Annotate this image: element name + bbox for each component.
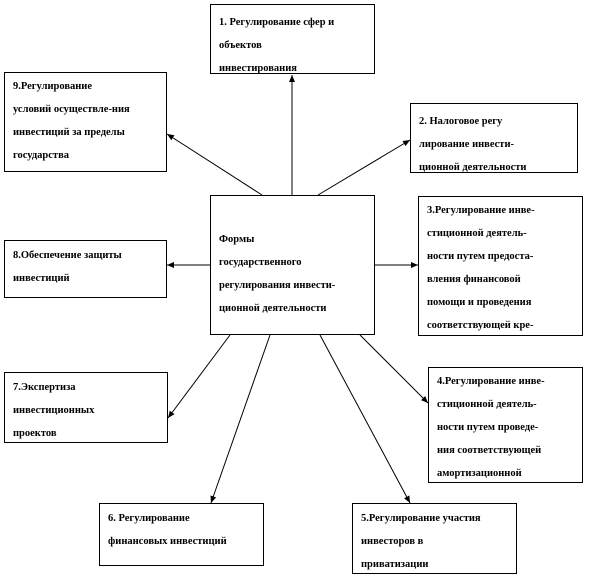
box-4-line-5: амортизационной: [437, 468, 522, 479]
arrow-to-box-7: [167, 334, 231, 419]
box-3-line-5: помощи и проведения: [427, 297, 532, 308]
box-6-line-2: финансовых инвестиций: [108, 536, 227, 547]
box-3-line-4: вления финансовой: [427, 274, 521, 285]
box-4-line-2: стиционной деятель-: [437, 399, 537, 410]
arrow-to-box-9: [166, 133, 263, 196]
box-5-line-1: 5.Регулирование участия: [361, 513, 481, 524]
box-1-line-1: 1. Регулирование сфер и: [219, 17, 335, 28]
center-line-4: ционной деятельности: [219, 303, 327, 314]
box-4: 4.Регулирование инве- стиционной деятель…: [428, 367, 583, 483]
box-7-line-2: инвестиционных: [13, 405, 95, 416]
box-2: 2. Налоговое регу лирование инвести- цио…: [410, 103, 578, 173]
box-4-line-3: ности путем проведе-: [437, 422, 539, 433]
box-7: 7.Экспертиза инвестиционных проектов: [4, 372, 168, 443]
box-2-line-3: ционной деятельности: [419, 162, 527, 173]
box-3: 3.Регулирование инве- стиционной деятель…: [418, 196, 583, 336]
center-line-2: государственного: [219, 257, 302, 268]
arrow-to-box-2: [317, 139, 411, 196]
box-7-line-1: 7.Экспертиза: [13, 382, 76, 393]
box-1-line-2: объектов: [219, 40, 262, 51]
box-7-line-3: проектов: [13, 428, 57, 439]
box-2-line-2: лирование инвести-: [419, 139, 514, 150]
arrow-to-box-4: [359, 334, 429, 404]
box-5-line-3: приватизации: [361, 559, 429, 570]
box-9-line-4: государства: [13, 150, 70, 161]
box-2-line-1: 2. Налоговое регу: [419, 116, 503, 127]
box-6: 6. Регулирование финансовых инвестиций: [99, 503, 264, 566]
box-8-line-2: инвестиций: [13, 273, 70, 284]
arrow-to-box-6: [210, 334, 271, 504]
box-3-line-6: соответствующей кре-: [427, 320, 534, 331]
arrow-to-box-5: [319, 334, 411, 504]
box-9: 9.Регулирование условий осуществле-ния и…: [4, 72, 167, 172]
box-5-line-2: инвесторов в: [361, 536, 424, 547]
box-4-line-4: ния соответствующей: [437, 445, 542, 456]
box-3-line-2: стиционной деятель-: [427, 228, 527, 239]
box-9-line-1: 9.Регулирование: [13, 81, 93, 92]
box-8-line-1: 8.Обеспечение защиты: [13, 250, 122, 261]
box-9-line-3: инвестиций за пределы: [13, 127, 125, 138]
center-line-3: регулирования инвести-: [219, 280, 336, 291]
box-5: 5.Регулирование участия инвесторов в при…: [352, 503, 517, 574]
center-line-1: Формы: [219, 234, 255, 245]
box-8: 8.Обеспечение защиты инвестиций: [4, 240, 167, 298]
box-4-line-1: 4.Регулирование инве-: [437, 376, 545, 387]
center-box: Формы государственного регулирования инв…: [210, 195, 375, 335]
box-1: 1. Регулирование сфер и объектов инвести…: [210, 4, 375, 74]
box-1-line-3: инвестирования: [219, 63, 297, 74]
box-6-line-1: 6. Регулирование: [108, 513, 190, 524]
box-3-line-1: 3.Регулирование инве-: [427, 205, 535, 216]
box-3-line-3: ности путем предоста-: [427, 251, 534, 262]
box-9-line-2: условий осуществле-ния: [13, 104, 130, 115]
